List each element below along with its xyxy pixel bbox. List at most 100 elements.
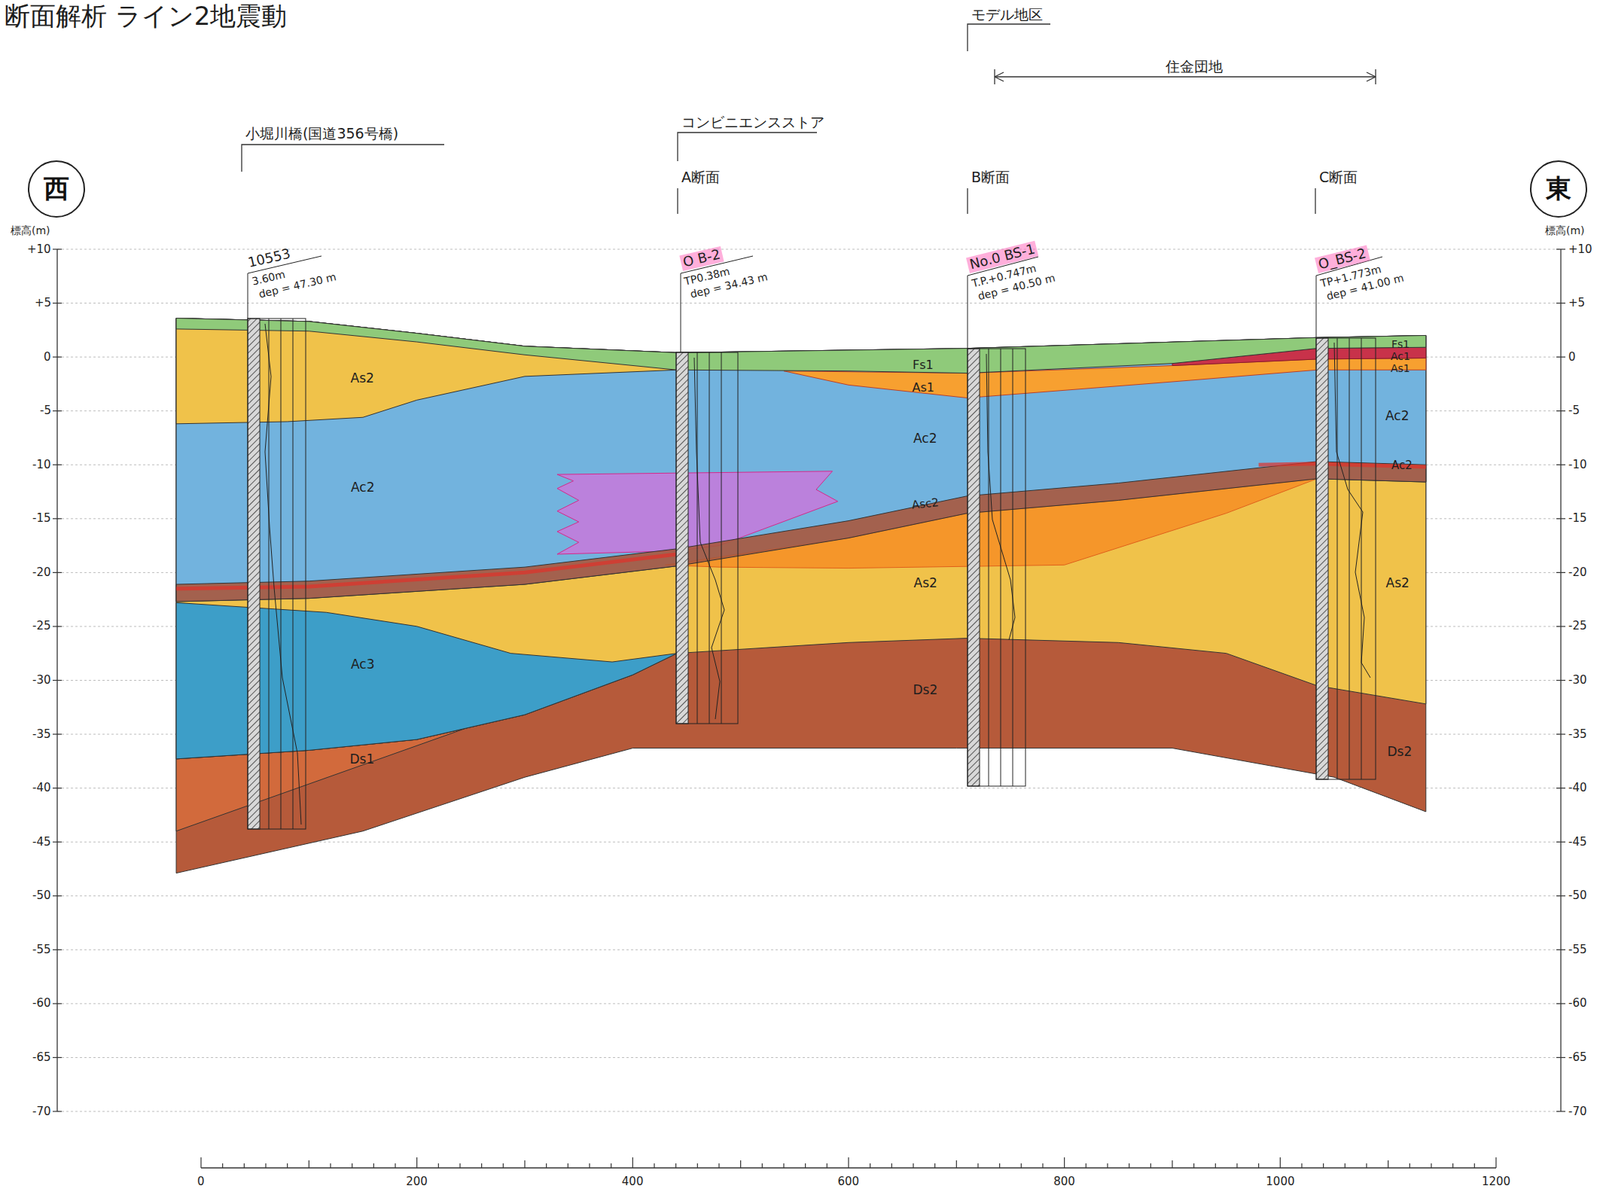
axis-tick: [52, 356, 62, 358]
section-label: C断面: [1319, 169, 1358, 186]
axis-tick: [675, 1163, 677, 1168]
distance-value: 1200: [1481, 1175, 1511, 1189]
axis-value: -55: [1568, 943, 1588, 957]
axis-value: -35: [1568, 728, 1588, 741]
axis-tick: [52, 733, 62, 735]
distance-value: 200: [405, 1175, 428, 1189]
axis-tick: [1556, 518, 1566, 519]
axis-tick: [1020, 1163, 1022, 1168]
layer-label: Ds2: [1387, 744, 1413, 760]
axis-tick: [847, 1157, 849, 1168]
grid-line: [57, 302, 1561, 304]
axis-value: 0: [43, 350, 52, 364]
axis-tick: [1171, 1160, 1173, 1168]
distance-value: 0: [197, 1175, 205, 1189]
grid: [57, 249, 1561, 1112]
axis-tick: [1063, 1157, 1065, 1168]
layer-label: Fs1: [1391, 338, 1410, 351]
axis-tick: [1556, 248, 1566, 250]
distance-value: 800: [1053, 1175, 1076, 1189]
axis-tick: [1556, 464, 1566, 466]
axis-tick: [524, 1160, 525, 1168]
axis-value: -50: [1568, 889, 1588, 903]
axis-value: -30: [1568, 673, 1588, 687]
axis-tick: [1556, 1002, 1566, 1004]
axis-tick: [1556, 572, 1566, 573]
axis-tick: [52, 787, 62, 789]
axis-value: -40: [32, 781, 52, 795]
axis-tick: [243, 1163, 245, 1168]
axis-tick: [1344, 1163, 1346, 1168]
axis-tick: [1409, 1163, 1411, 1168]
direction-label: 東: [1545, 171, 1572, 207]
axis-tick: [545, 1163, 547, 1168]
axis-value: -60: [32, 996, 52, 1010]
axis-tick: [653, 1163, 655, 1168]
axis-value: -30: [32, 673, 52, 687]
site-label: 住金団地: [1165, 58, 1223, 76]
axis-value: -25: [1568, 619, 1588, 633]
axis-tick: [52, 841, 62, 843]
axis-tick: [610, 1163, 612, 1168]
axis-value: -15: [32, 512, 52, 525]
leader-lines: [57, 24, 1561, 1168]
layer-label: As1: [912, 380, 935, 395]
axis-tick: [1556, 625, 1566, 627]
axis-tick: [1556, 410, 1566, 412]
grid-line: [57, 1002, 1561, 1004]
axis-value: -20: [1568, 566, 1588, 580]
layer-label: Fs1: [912, 358, 934, 372]
layer-label: Ds2: [913, 682, 939, 698]
axis-tick: [52, 1110, 62, 1112]
axis-tick: [1215, 1163, 1216, 1168]
axis-value: -10: [32, 458, 52, 472]
distance-value: 1000: [1265, 1175, 1295, 1189]
axis-tick: [481, 1163, 482, 1168]
layer-label: Ac2: [913, 431, 938, 447]
axis-value: -55: [32, 943, 52, 957]
axis-tick: [1128, 1163, 1130, 1168]
axis-tick: [977, 1163, 979, 1168]
axis-tick: [1556, 787, 1566, 789]
axis-value: -65: [32, 1051, 52, 1064]
axis-tick: [1280, 1157, 1281, 1168]
grid-line: [57, 1057, 1561, 1058]
axis-tick: [329, 1163, 331, 1168]
axis-tick: [1556, 949, 1566, 951]
axis-tick: [740, 1160, 741, 1168]
axis-value: -10: [1568, 458, 1588, 472]
axis-tick: [308, 1160, 310, 1168]
direction-circle: 西: [27, 160, 86, 218]
site-label: モデル地区: [971, 6, 1043, 24]
axis-tick: [1556, 1110, 1566, 1112]
axis-tick: [1236, 1163, 1238, 1168]
axis-tick: [1301, 1163, 1302, 1168]
layer-label: Ds1: [350, 752, 375, 768]
grid-line: [57, 1111, 1561, 1113]
axis-value: -5: [39, 404, 52, 418]
axis-tick: [826, 1163, 828, 1168]
axis-value: -65: [1568, 1051, 1588, 1064]
axis-value: -35: [32, 728, 52, 741]
axis-tick: [1322, 1163, 1324, 1168]
axis-value: -15: [1568, 512, 1588, 525]
axis-tick: [1106, 1163, 1108, 1168]
axis-tick: [1258, 1163, 1259, 1168]
axis-value: +5: [1568, 296, 1585, 310]
axis-tick: [1452, 1163, 1454, 1168]
axis-value: 0: [1568, 350, 1576, 364]
axis-tick: [697, 1163, 698, 1168]
axis-tick: [1430, 1163, 1432, 1168]
axis-tick: [200, 1157, 202, 1168]
axis-tick: [1150, 1163, 1152, 1168]
axis-value: -45: [32, 835, 52, 849]
direction-label: 西: [43, 171, 70, 207]
axis-tick: [52, 518, 62, 519]
layer-label: As2: [1386, 576, 1410, 592]
axis-tick: [567, 1163, 569, 1168]
distance-value: 600: [837, 1175, 860, 1189]
axis-tick: [1365, 1163, 1367, 1168]
axis-tick: [52, 949, 62, 951]
axis-tick: [502, 1163, 504, 1168]
axis-tick: [891, 1163, 893, 1168]
